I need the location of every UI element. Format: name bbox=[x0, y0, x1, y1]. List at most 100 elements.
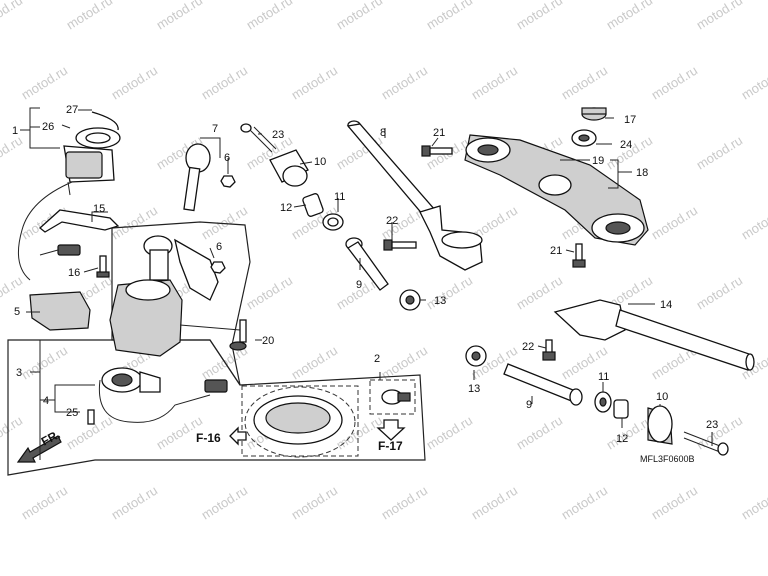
watermark-text: motod.ru bbox=[64, 0, 115, 33]
bolt-21b bbox=[572, 243, 586, 268]
watermark-text: motod.ru bbox=[514, 273, 565, 313]
callout-7: 7 bbox=[212, 123, 218, 135]
callout-1: 1 bbox=[12, 125, 18, 137]
watermark-text: motod.ru bbox=[244, 273, 295, 313]
watermark-text: motod.ru bbox=[0, 0, 25, 33]
watermark-text: motod.ru bbox=[604, 0, 655, 33]
watermark-text: motod.ru bbox=[694, 0, 745, 33]
watermark-text: motod.ru bbox=[379, 483, 430, 523]
cover-5 bbox=[29, 291, 91, 331]
bolt-22b bbox=[542, 339, 556, 361]
connector bbox=[57, 244, 81, 256]
callout-27: 27 bbox=[66, 104, 78, 116]
callout-11-upper: 11 bbox=[334, 191, 345, 203]
callout-21-upper: 21 bbox=[433, 127, 445, 139]
watermark-text: motod.ru bbox=[289, 483, 340, 523]
pin-9 bbox=[345, 237, 389, 291]
watermark-text: motod.ru bbox=[424, 273, 475, 313]
callout-17: 17 bbox=[624, 114, 636, 126]
nut-6 bbox=[220, 175, 236, 188]
diagram-code: MFL3F0600B bbox=[640, 454, 695, 464]
leader-lines bbox=[20, 107, 713, 460]
callout-13-lower: 13 bbox=[468, 383, 480, 395]
watermark-text: motod.ru bbox=[469, 483, 520, 523]
watermark-text: motod.ru bbox=[424, 0, 475, 33]
watermark-text: motod.ru bbox=[514, 413, 565, 453]
watermark-text: motod.ru bbox=[19, 483, 70, 523]
callout-labels: 27 26 1 15 16 5 7 6 6 20 3 4 25 2 23 10 … bbox=[12, 104, 718, 464]
part-2-box bbox=[369, 379, 416, 415]
watermark-text: motod.ru bbox=[694, 273, 745, 313]
nut-6b bbox=[210, 261, 226, 274]
watermark-text: motod.ru bbox=[334, 0, 385, 33]
callout-4: 4 bbox=[43, 395, 49, 407]
watermark-text: motod.ru bbox=[379, 63, 430, 103]
callout-23-lower: 23 bbox=[706, 419, 718, 431]
callout-14: 14 bbox=[660, 299, 672, 311]
cap-17 bbox=[581, 107, 607, 121]
watermark-text: motod.ru bbox=[424, 413, 475, 453]
callout-22-upper: 22 bbox=[386, 215, 398, 227]
callout-3: 3 bbox=[16, 367, 22, 379]
key-7 bbox=[183, 143, 211, 212]
bolt-23b bbox=[683, 431, 729, 456]
f17-arrow-icon bbox=[376, 419, 406, 441]
callout-13-upper: 13 bbox=[434, 295, 446, 307]
bolt-22 bbox=[383, 239, 417, 251]
watermark-text: motod.ru bbox=[154, 0, 205, 33]
watermark-text: motod.ru bbox=[0, 133, 25, 173]
callout-9-upper: 9 bbox=[356, 279, 362, 291]
watermark-text: motod.ru bbox=[0, 273, 25, 313]
fuel-cap-plate bbox=[241, 385, 359, 458]
bracket-15 bbox=[38, 209, 120, 233]
watermark-text: motod.ru bbox=[469, 63, 520, 103]
cap-lock-2 bbox=[381, 389, 411, 405]
watermark-text: motod.ru bbox=[109, 483, 160, 523]
watermark-text: motod.ru bbox=[19, 63, 70, 103]
callout-11-lower: 11 bbox=[598, 371, 609, 383]
watermark-text: motod.ru bbox=[604, 413, 655, 453]
gear-13b bbox=[465, 345, 487, 367]
callout-10-lower: 10 bbox=[656, 391, 668, 403]
ref-f17: F-17 bbox=[378, 439, 403, 453]
callout-23-upper: 23 bbox=[272, 129, 284, 141]
handlebar-14 bbox=[553, 299, 755, 371]
callout-21-lower: 21 bbox=[550, 245, 562, 257]
watermark-text: motod.ru bbox=[199, 63, 250, 103]
watermark-text: motod.ru bbox=[109, 63, 160, 103]
watermark-text: motod.ru bbox=[694, 133, 745, 173]
callout-12-lower: 12 bbox=[616, 433, 628, 445]
callout-22-lower: 22 bbox=[522, 341, 534, 353]
ignition-cover-assembly bbox=[17, 111, 121, 281]
handlebar-8 bbox=[346, 120, 483, 271]
watermark-text: motod.ru bbox=[559, 63, 610, 103]
watermark-text: motod.ru bbox=[739, 203, 768, 243]
washer-24 bbox=[571, 129, 597, 147]
watermark-text: motod.ru bbox=[559, 483, 610, 523]
callout-6-lower: 6 bbox=[216, 241, 222, 253]
switch-assembly bbox=[87, 367, 228, 425]
callout-10-upper: 10 bbox=[314, 156, 326, 168]
bolt-16 bbox=[96, 255, 110, 278]
watermark-text: motod.ru bbox=[0, 413, 25, 453]
callout-24: 24 bbox=[620, 139, 632, 151]
callout-5: 5 bbox=[14, 306, 20, 318]
callout-18: 18 bbox=[636, 167, 648, 179]
f16-arrow-icon bbox=[229, 426, 247, 446]
callout-12-upper: 12 bbox=[280, 202, 292, 214]
bar-end-weight-10b bbox=[647, 405, 673, 445]
collar-12b bbox=[613, 399, 629, 419]
watermark-text: motod.ru bbox=[739, 483, 768, 523]
watermark-text: motod.ru bbox=[649, 483, 700, 523]
callout-26: 26 bbox=[42, 121, 54, 133]
bar-end-weight-10 bbox=[269, 149, 309, 187]
watermark-text: motod.ru bbox=[649, 63, 700, 103]
watermark-text: motod.ru bbox=[289, 343, 340, 383]
callout-19: 19 bbox=[592, 155, 604, 167]
bolt-20 bbox=[229, 319, 247, 351]
callout-8: 8 bbox=[380, 127, 386, 139]
bolt-23 bbox=[240, 123, 277, 153]
ignition-switch-body bbox=[109, 235, 241, 357]
